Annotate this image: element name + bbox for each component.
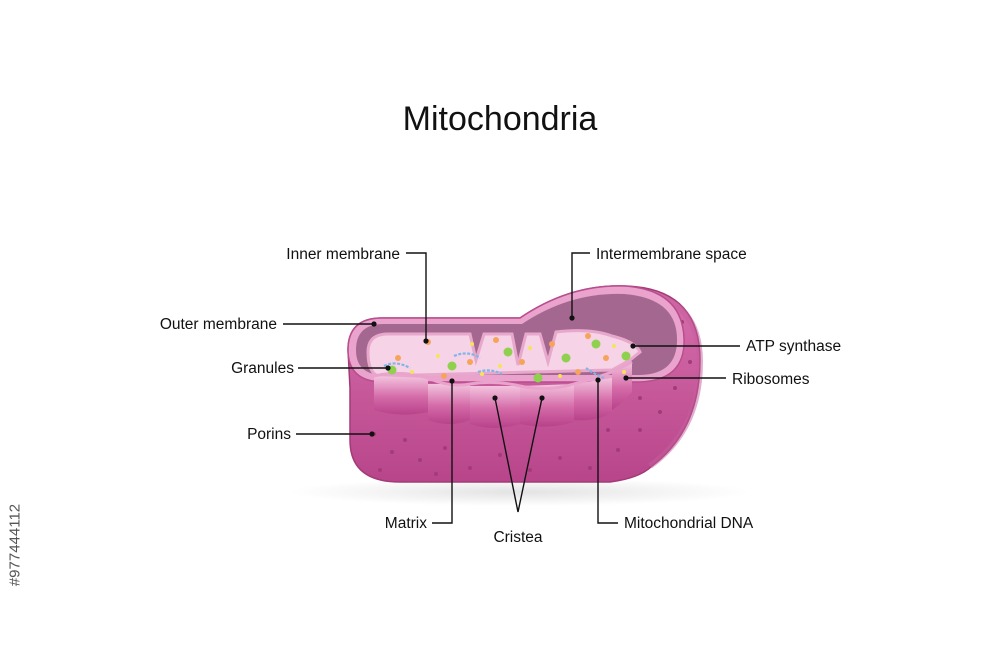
stock-watermark-id: #977444112 <box>0 430 30 660</box>
stock-id-text: #977444112 <box>6 503 24 587</box>
label-porins: Porins <box>247 426 291 443</box>
label-outer-membrane: Outer membrane <box>160 316 277 333</box>
page-title: Mitochondria <box>402 100 598 138</box>
label-cristea: Cristea <box>493 529 542 546</box>
label-intermembrane-space: Intermembrane space <box>596 246 747 263</box>
label-atp-synthase: ATP synthase <box>746 338 841 355</box>
label-ribosomes: Ribosomes <box>732 371 810 388</box>
leader-lines <box>283 252 740 524</box>
ground-shadow <box>290 478 750 506</box>
matrix-particles <box>387 333 631 383</box>
label-inner-membrane: Inner membrane <box>286 246 400 263</box>
label-granules: Granules <box>231 360 294 377</box>
mitochondrial-dna-strands <box>383 352 605 380</box>
label-matrix: Matrix <box>385 515 427 532</box>
label-mitochondrial-dna: Mitochondrial DNA <box>624 515 754 532</box>
cristae-walls <box>373 360 633 428</box>
